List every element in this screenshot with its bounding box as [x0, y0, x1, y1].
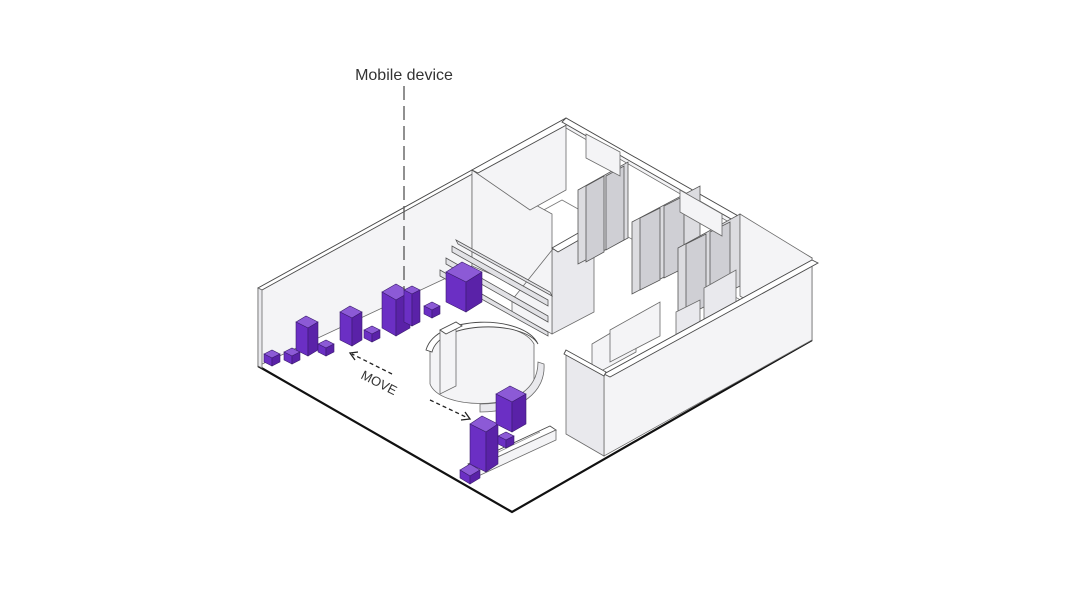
device-unit[interactable] [423, 301, 441, 319]
device-unit[interactable] [295, 315, 319, 357]
arrowhead-left-icon [348, 351, 359, 361]
curved-desk [425, 321, 545, 413]
callout: Mobile device [355, 67, 453, 290]
device-cluster-front [459, 385, 527, 485]
device-unit[interactable] [495, 385, 527, 433]
device-unit[interactable] [445, 261, 483, 313]
device-unit[interactable] [363, 325, 381, 343]
device-row-left [263, 261, 483, 367]
device-unit[interactable] [263, 349, 281, 367]
device-unit[interactable] [339, 305, 363, 347]
arrowhead-right-icon [460, 411, 472, 421]
device-unit[interactable] [469, 415, 499, 473]
move-arrow-right [429, 399, 469, 419]
device-unit[interactable] [403, 285, 421, 327]
device-unit[interactable] [497, 431, 515, 449]
front-right-wall [563, 259, 819, 457]
callout-label: Mobile device [355, 67, 453, 84]
device-unit[interactable] [317, 339, 335, 357]
device-unit[interactable] [459, 463, 481, 485]
move-arrow-left [351, 353, 393, 375]
